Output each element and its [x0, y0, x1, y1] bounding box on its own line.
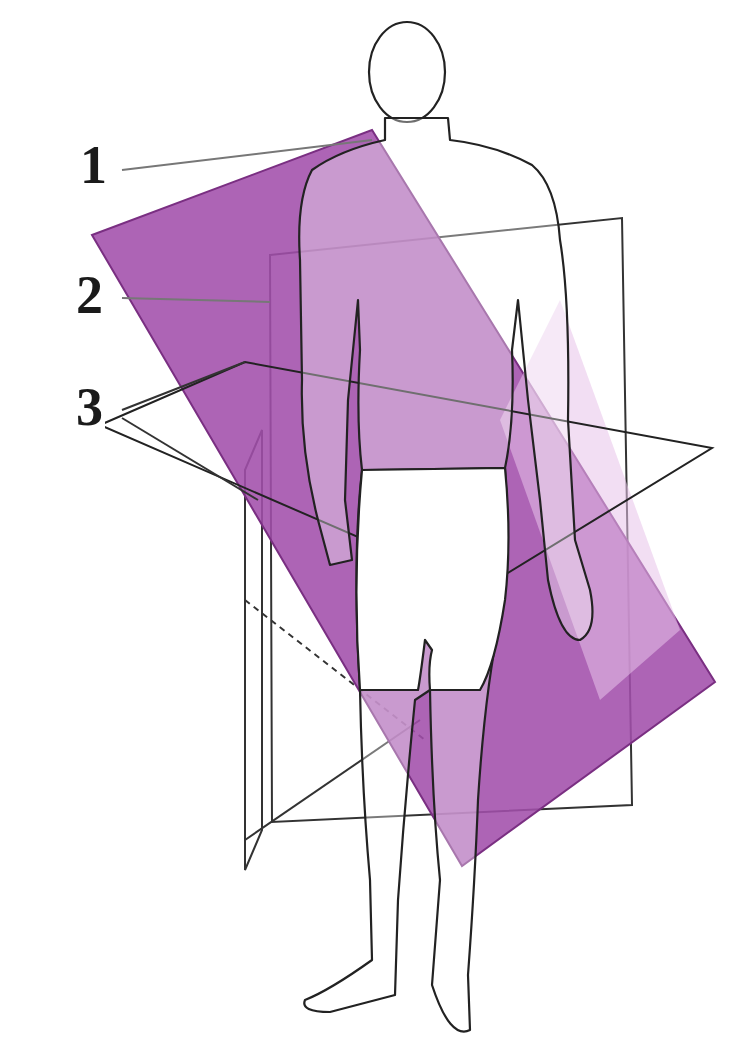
callout-number: 3: [74, 380, 105, 434]
callout-number: 1: [78, 138, 109, 192]
leader-line: [122, 140, 372, 170]
head: [369, 22, 445, 122]
leader-line: [122, 418, 258, 500]
leader-line: [122, 362, 245, 410]
leader-line: [122, 298, 270, 302]
callout-number: 2: [74, 268, 105, 322]
shorts: [356, 468, 508, 690]
